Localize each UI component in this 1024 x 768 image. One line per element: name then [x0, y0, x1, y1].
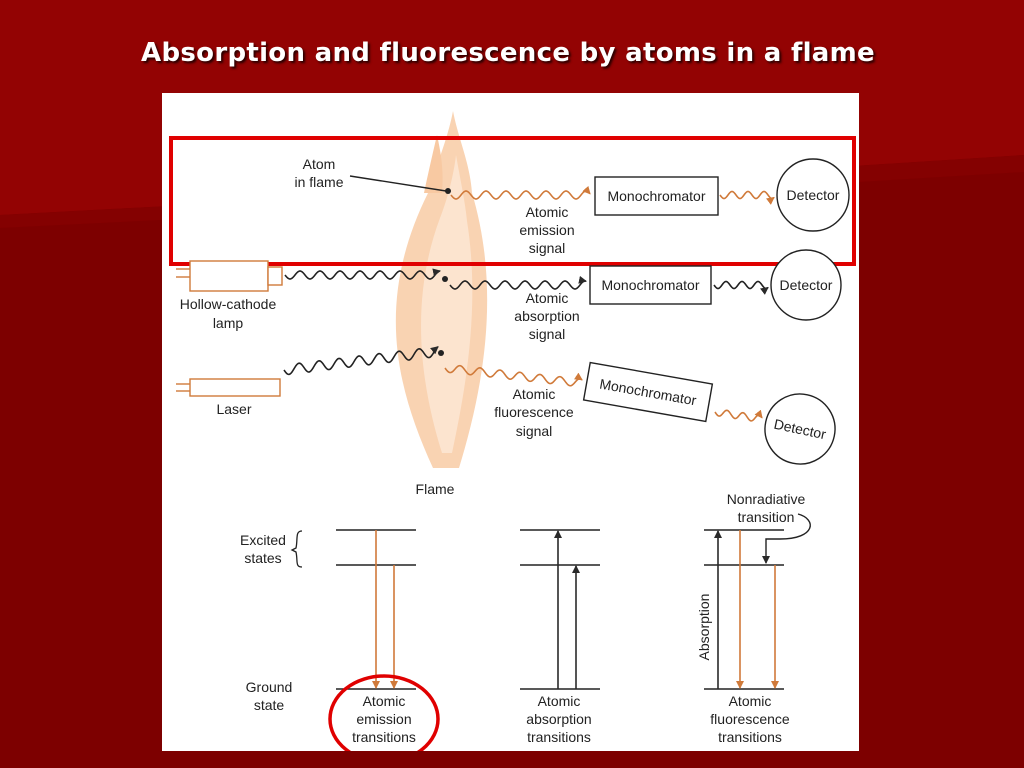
absorption-transmitted-wave — [449, 275, 587, 290]
laser-label: Laser — [216, 401, 251, 417]
monochromator-label: Monochromator — [607, 188, 705, 204]
detector-circle — [764, 393, 836, 465]
detector-label: Detector — [780, 277, 833, 293]
atom-dot — [445, 188, 451, 194]
detector-label: Detector — [787, 187, 840, 203]
monochromator-tilted: Monochromator — [582, 361, 714, 423]
fluorescence-wave — [444, 364, 583, 387]
absorption-incident-wave — [284, 268, 441, 280]
flame — [395, 111, 488, 468]
nonradiative-curve — [762, 513, 811, 564]
highlight-box — [169, 136, 856, 266]
laser-beam-wave — [283, 346, 439, 376]
monochromator-label: Monochromator — [601, 277, 699, 293]
absorption-axis-label: Absorption — [696, 594, 712, 661]
monochromator-box — [589, 265, 712, 305]
excited-states-brace — [290, 530, 303, 568]
emission-wave — [450, 185, 591, 200]
detector-circle — [770, 249, 842, 321]
atom-pointer — [349, 175, 447, 192]
flame-label: Flame — [416, 481, 455, 497]
detector-tilted: Detector — [764, 393, 836, 465]
hollow-cathode-lamp — [176, 260, 283, 292]
detector-circle — [776, 158, 850, 232]
absorption-atom-dot — [442, 276, 448, 282]
monochromator-box — [594, 176, 719, 216]
fluorescence-exit-wave — [714, 409, 763, 422]
absorption-exit-wave — [713, 280, 769, 295]
emission-exit-wave — [719, 190, 775, 205]
fluorescence-atom-dot — [438, 350, 444, 356]
slide-title: Absorption and fluorescence by atoms in … — [141, 38, 875, 68]
laser — [176, 378, 281, 397]
